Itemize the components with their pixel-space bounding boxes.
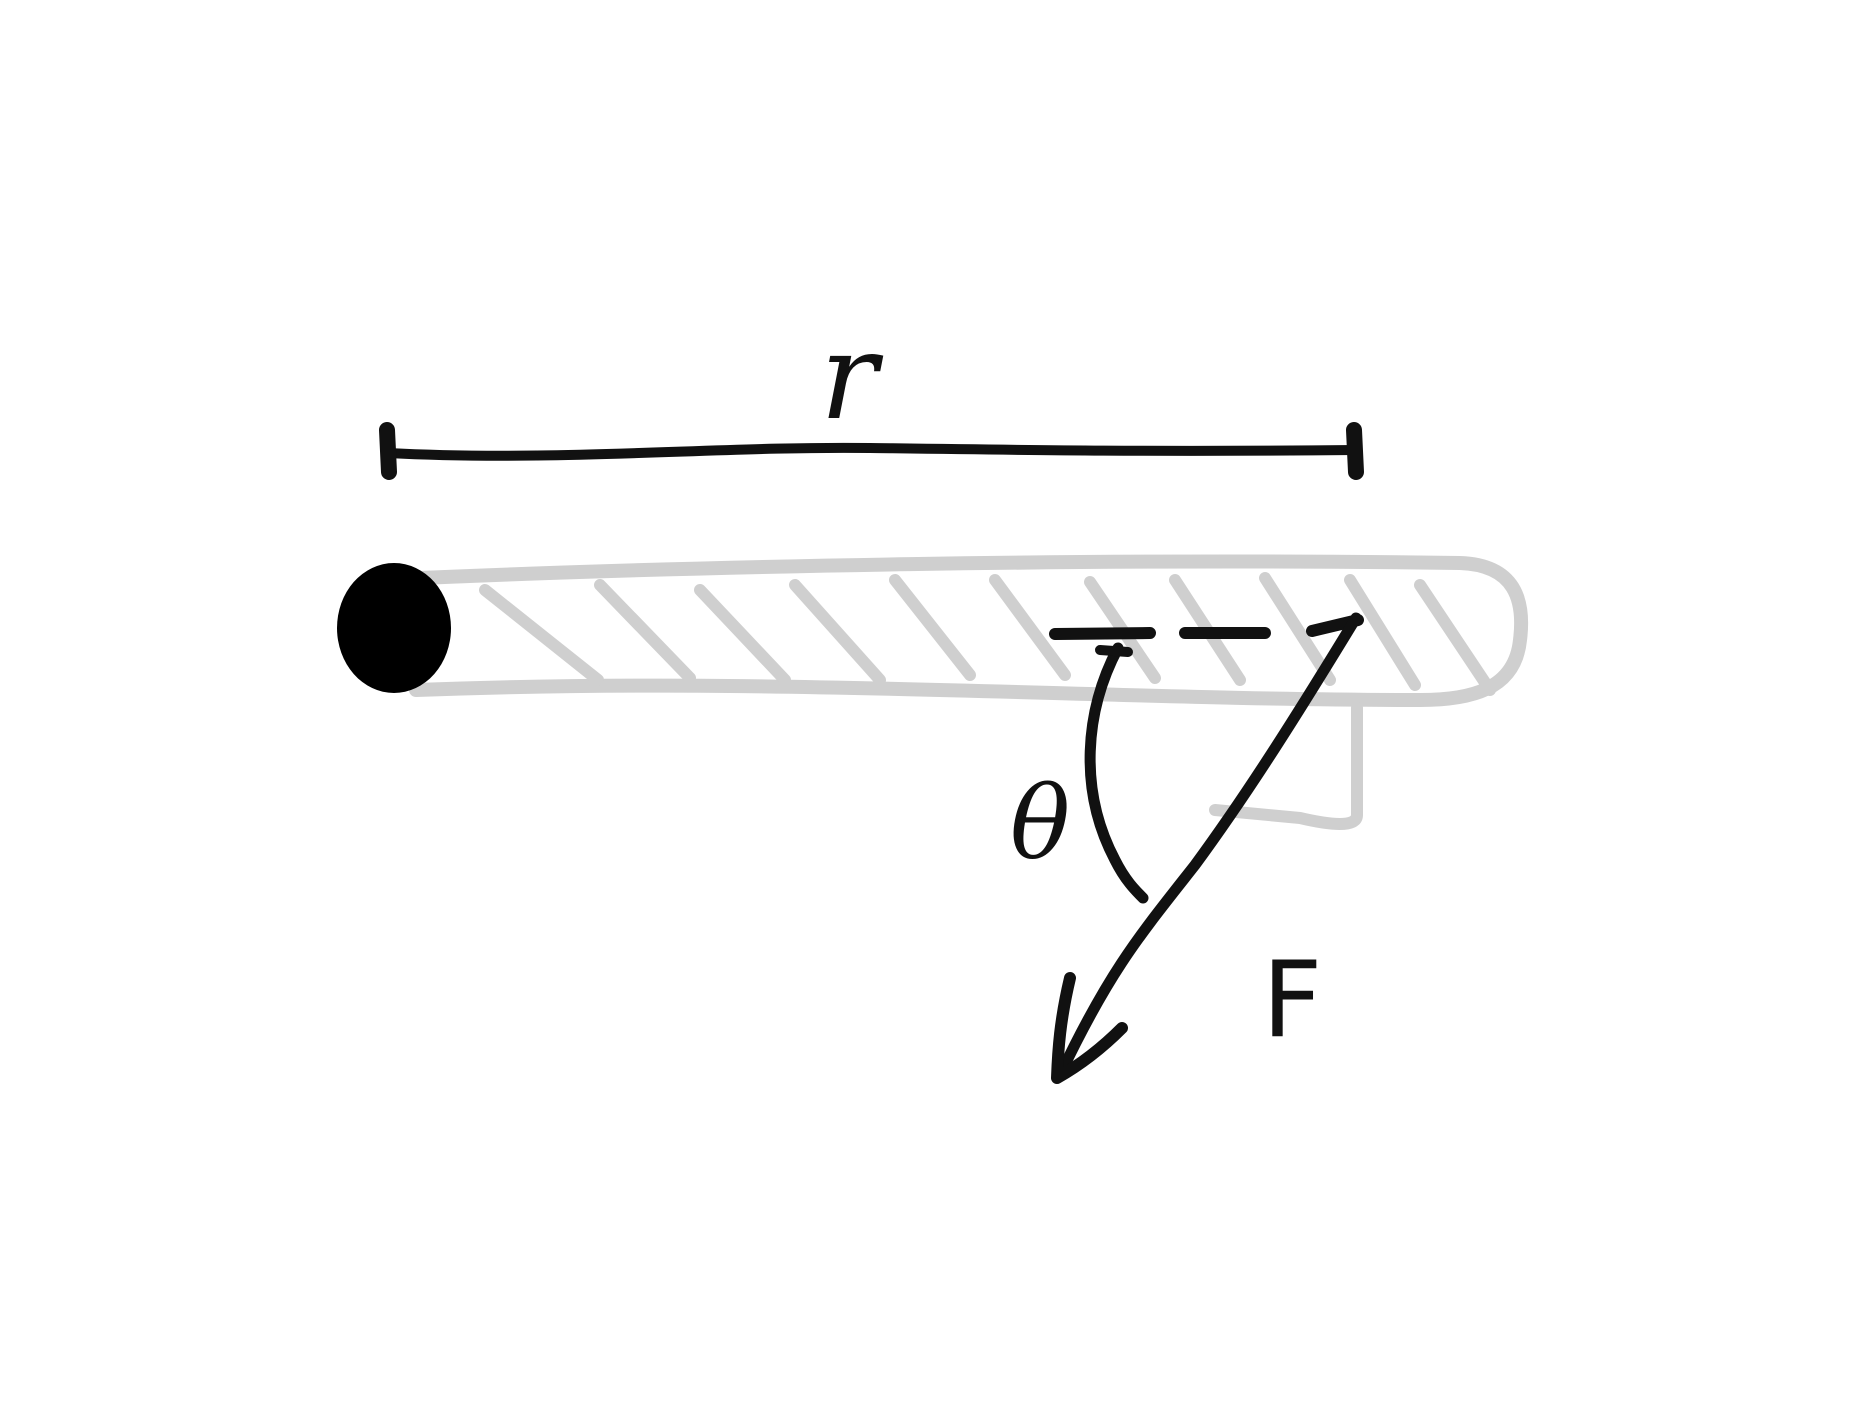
distance-label: r [820, 308, 884, 447]
force-label: F [1262, 939, 1322, 1061]
distance-left-tick [379, 422, 397, 480]
rod [409, 554, 1529, 830]
rod-outline [409, 554, 1529, 707]
force-arrow-shaft [1054, 612, 1362, 1081]
distance-r-dimension [379, 422, 1364, 480]
distance-line [383, 442, 1361, 461]
right-angle-marker [1209, 702, 1363, 830]
pivot-point [337, 563, 451, 693]
angle-arc-line [1084, 642, 1149, 904]
angle-label: θ [1010, 765, 1070, 882]
angle-arc-tick [1095, 645, 1133, 657]
distance-right-tick [1346, 422, 1364, 480]
force-arrow-head [1051, 972, 1128, 1084]
force-arrow [1051, 612, 1362, 1084]
angle-arc [1084, 642, 1149, 904]
rod-hatching [479, 572, 1496, 696]
